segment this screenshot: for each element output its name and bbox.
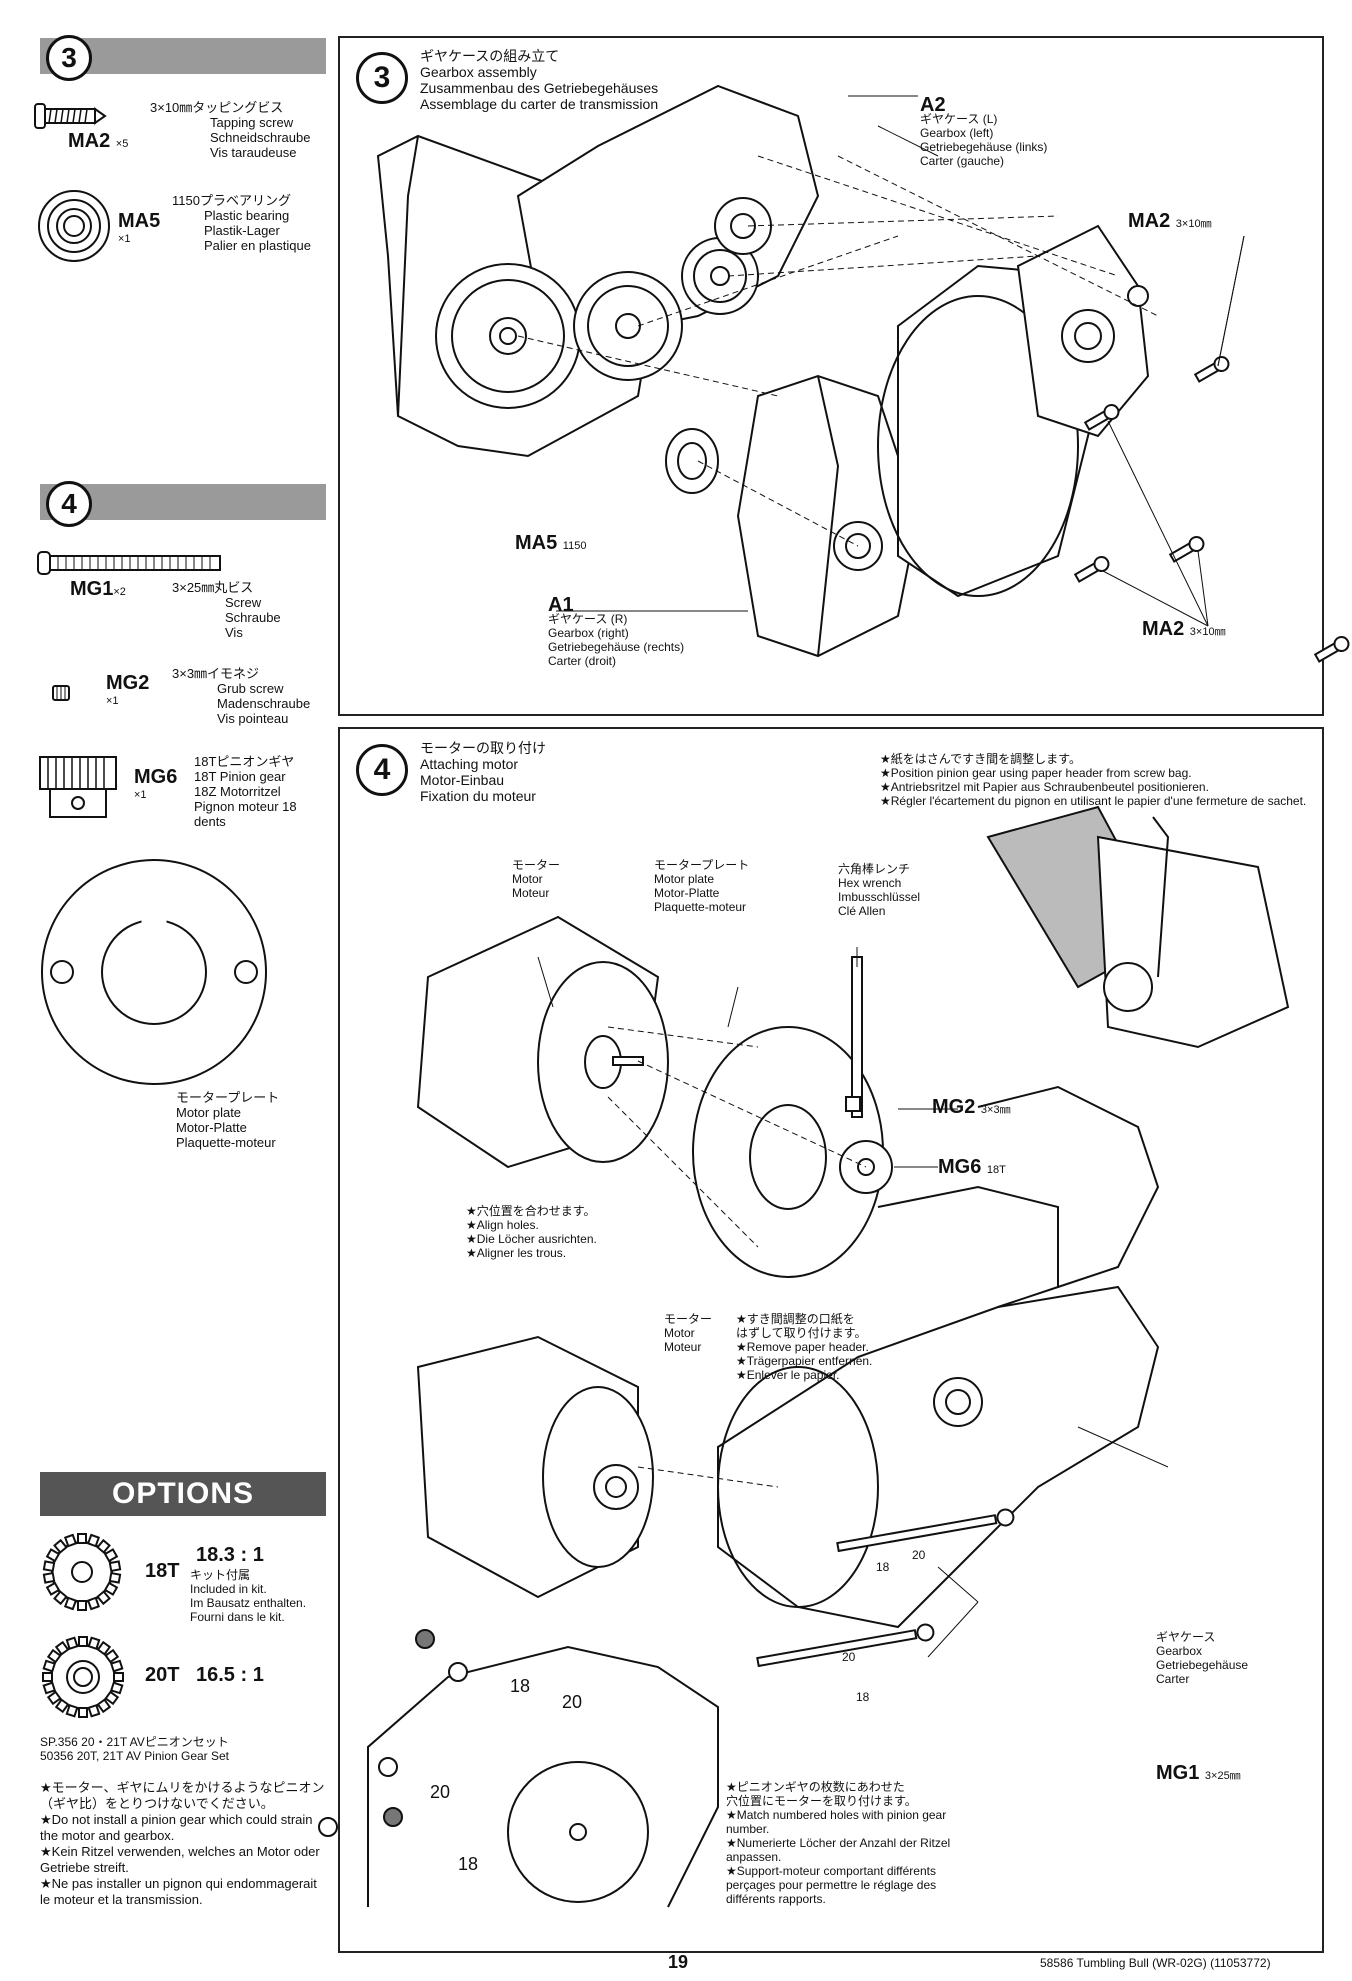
options-header: OPTIONS: [40, 1472, 326, 1516]
options-warning: ★モーター、ギヤにムリをかけるようなピニオン（ギヤ比）をとりつけないでください。…: [40, 1780, 325, 1907]
motor-attach-drawing: [318, 805, 1290, 1908]
step3-number: 3: [356, 52, 408, 104]
gearbox-label: ギヤケース Gearbox Getriebegehäuse Carter: [1156, 1630, 1249, 1686]
hole-label: 20: [842, 1650, 856, 1664]
part-mg1-desc: 3×25㎜丸ビス Screw Schraube Vis: [172, 580, 281, 640]
motor2-label: モーター Motor Moteur: [664, 1312, 713, 1354]
hole-label: 18: [856, 1690, 870, 1704]
gear-18t-icon: [42, 1533, 122, 1611]
step4-number: 4: [356, 744, 408, 796]
part-mg6-desc: 18Tピニオンギヤ 18T Pinion gear 18Z Motorritze…: [194, 754, 297, 829]
part-mg6-code: MG6 ×1: [134, 766, 178, 801]
hole-label: 20: [430, 1782, 451, 1802]
part-ma5-desc: 1150プラベアリング Plastic bearing Plastik-Lage…: [172, 193, 311, 253]
step4-panel: [338, 727, 1324, 1953]
part-mg2-code: MG2 ×1: [106, 672, 150, 707]
gear-18t-desc: キット付属 Included in kit. Im Bausatz enthal…: [190, 1568, 307, 1624]
gear-20t-teeth: 20T: [145, 1664, 180, 1686]
a1-label: A1 ギヤケース (R) Gearbox (right) Getriebegeh…: [548, 594, 685, 668]
step4-title: モーターの取り付け Attaching motor Motor-Einbau F…: [420, 740, 546, 804]
hole-label: 18: [876, 1560, 890, 1574]
tapping-screw-icon: [34, 103, 107, 129]
grub-screw-icon: [52, 685, 70, 701]
hole-label: 20: [912, 1548, 926, 1562]
motor-plate-icon: [41, 859, 267, 1085]
screw-icon: [37, 551, 221, 575]
gear-20t-ratio: 16.5 : 1: [196, 1664, 264, 1686]
part-ma2-code: MA2 ×5: [68, 130, 129, 152]
hole-label: 18: [458, 1854, 479, 1874]
gearbox-assembly-drawing: [376, 84, 1350, 663]
align-holes-note: ★穴位置を合わせます。 ★Align holes. ★Die Löcher au…: [466, 1204, 597, 1260]
motor-plate-desc: モータープレート Motor plate Motor-Platte Plaque…: [176, 1090, 280, 1150]
mg1-label: MG1 3×25㎜: [1156, 1762, 1241, 1784]
pinion-set-info: SP.356 20・21T AVピニオンセット 50356 20T, 21T A…: [40, 1735, 230, 1763]
part-mg1-code: MG1×2: [70, 578, 126, 600]
pinion-gear-icon: [39, 756, 117, 818]
sidebar-step4-header: 4: [40, 481, 326, 527]
remove-paper-note: ★すき間調整の口紙を はずして取り付けます。 ★Remove paper hea…: [736, 1312, 873, 1382]
ma2-bottom-label: MA2 3×10㎜: [1142, 618, 1226, 640]
part-ma5-code: MA5 ×1: [118, 210, 161, 245]
ma2-top-label: MA2 3×10㎜: [1128, 210, 1212, 232]
hole-label: 18: [510, 1676, 531, 1696]
part-mg2-desc: 3×3㎜イモネジ Grub screw Madenschraube Vis po…: [172, 666, 311, 726]
ma5-label: MA5 1150: [515, 532, 587, 554]
part-ma2-desc: 3×10㎜タッピングビス Tapping screw Schneidschrau…: [150, 100, 311, 160]
gear-20t-icon: [42, 1636, 124, 1718]
hex-wrench-label: 六角棒レンチ Hex wrench Imbusschlüssel Clé All…: [838, 862, 921, 918]
plastic-bearing-icon: [38, 190, 110, 262]
step3-title: ギヤケースの組み立て Gearbox assembly Zusammenbau …: [420, 48, 659, 112]
match-holes-note: ★ピニオンギヤの枚数にあわせた 穴位置にモーターを取り付けます。 ★Match …: [726, 1780, 951, 1906]
gear-18t-teeth: 18T: [145, 1560, 180, 1582]
sidebar-step4-number: 4: [46, 481, 92, 527]
mg6-label: MG6 18T: [938, 1156, 1006, 1178]
motor1-label: モーター Motor Moteur: [512, 858, 561, 900]
sidebar-step3-header: 3: [40, 35, 326, 81]
step3-panel: [338, 36, 1324, 716]
page-number: 19: [668, 1952, 689, 1972]
paper-header-note: ★紙をはさんですき間を調整します。 ★Position pinion gear …: [880, 752, 1307, 808]
product-code: 58586 Tumbling Bull (WR-02G) (11053772): [1040, 1956, 1271, 1970]
hole-label: 20: [562, 1692, 583, 1712]
mg2-label: MG2 3×3㎜: [932, 1096, 1011, 1118]
a2-label: A2 ギヤケース (L) Gearbox (left) Getriebegehä…: [920, 94, 1048, 168]
sidebar-step3-number: 3: [46, 35, 92, 81]
motor-plate-label: モータープレート Motor plate Motor-Platte Plaque…: [654, 858, 750, 914]
gear-18t-ratio: 18.3 : 1: [196, 1544, 264, 1566]
